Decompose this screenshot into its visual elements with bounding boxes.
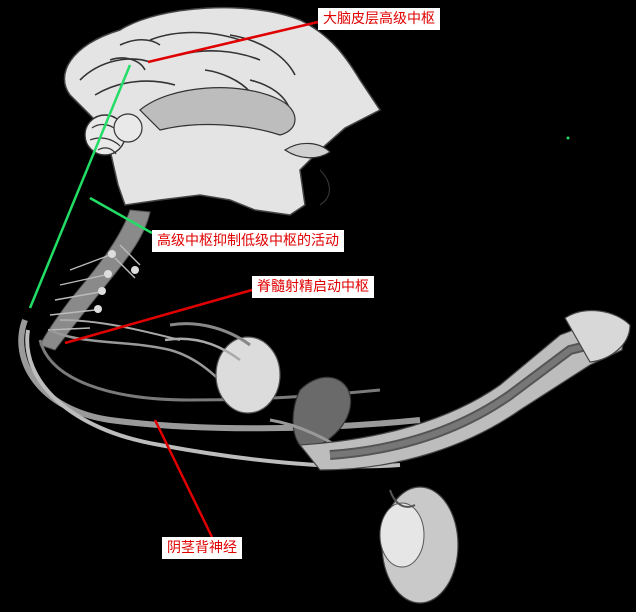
pointer-spinal — [64, 288, 253, 345]
pelvic-organs — [164, 322, 352, 457]
testes — [379, 486, 459, 604]
pointer-inhibit-green-long — [28, 64, 132, 309]
label-spinal-ejaculation-center: 脊髓射精启动中枢 — [252, 276, 374, 298]
spinal-cord — [39, 209, 151, 351]
label-higher-center-inhibition: 高级中枢抑制低级中枢的活动 — [152, 230, 344, 252]
penis-shaft — [298, 310, 631, 471]
speck — [566, 136, 570, 140]
cerebellum — [84, 113, 143, 156]
label-cerebral-cortex-center: 大脑皮层高级中枢 — [318, 8, 440, 30]
label-dorsal-penile-nerve: 阴茎背神经 — [162, 537, 242, 559]
pointer-inhibit-green-short — [89, 196, 153, 235]
pointer-nerve — [153, 419, 214, 538]
pointer-cortex — [147, 20, 319, 64]
head-silhouette — [63, 6, 382, 216]
